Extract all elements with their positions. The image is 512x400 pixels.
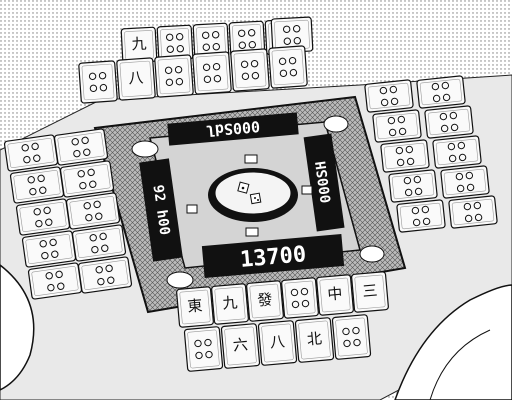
top-front-tile	[230, 48, 270, 92]
top-front-tile	[268, 45, 308, 89]
left-tile	[9, 166, 65, 204]
right-tile	[440, 165, 490, 199]
top-row-tile	[270, 16, 314, 54]
bottom-row-tile-label: 發	[257, 290, 274, 309]
score-panel-left: 92 h00	[139, 158, 183, 262]
right-tile	[432, 135, 482, 169]
left-tile	[77, 256, 133, 294]
bottom-row-tile: 東	[176, 286, 214, 328]
dice-dome	[214, 171, 292, 215]
score-right: 000SH	[313, 160, 335, 204]
character-shoulder	[394, 284, 512, 400]
tile-wall-right	[364, 75, 498, 233]
score-panel-top: 000Sdl	[167, 112, 299, 146]
bottom-row-tile: 中	[316, 274, 354, 316]
score-top: 000Sdl	[205, 117, 261, 140]
bottom-front-tile-label: 八	[269, 332, 286, 351]
right-tile	[448, 195, 498, 229]
right-tile	[396, 199, 446, 233]
score-bottom: 13700	[239, 242, 307, 273]
left-tile	[65, 192, 121, 230]
top-front-tile: 八	[116, 57, 156, 101]
bottom-front-tile	[331, 314, 372, 360]
bottom-row-tile-label: 三	[362, 281, 379, 300]
bottom-row-tile	[281, 277, 319, 319]
bottom-row-tile-label: 九	[222, 293, 239, 312]
top-front-tile	[154, 54, 194, 98]
slot-bottom	[245, 227, 259, 237]
right-tile	[380, 139, 430, 173]
bottom-front-tile-label: 六	[232, 335, 249, 354]
bottom-row-tile-label: 東	[187, 296, 204, 315]
left-tile	[53, 128, 109, 166]
left-tile	[21, 230, 77, 268]
tile-wall-left	[3, 128, 133, 300]
slot-left	[186, 204, 198, 214]
bottom-front-tile: 八	[257, 320, 298, 366]
right-tile	[364, 79, 414, 113]
left-tile	[3, 134, 59, 172]
speech-balloon-edge	[0, 264, 35, 391]
left-tile	[59, 160, 115, 198]
score-left: 92 h00	[150, 184, 173, 236]
top-row-tile-label: 九	[131, 35, 147, 54]
top-row-tile: 九	[120, 26, 158, 64]
bottom-front-tile	[183, 326, 224, 372]
right-tile	[416, 75, 466, 109]
left-tile	[71, 224, 127, 262]
bottom-row-tile: 發	[246, 280, 284, 322]
bottom-front-tile-label: 北	[306, 329, 323, 348]
right-tile	[388, 169, 438, 203]
bottom-row-tile-label: 中	[327, 284, 344, 303]
tile-wall-top-front: 八	[78, 45, 308, 104]
corner-well-bottom-left	[166, 271, 194, 289]
left-tile	[27, 262, 83, 300]
score-panel-right: 000SH	[303, 133, 345, 232]
corner-well-bottom-right	[359, 245, 385, 263]
slot-right	[301, 185, 313, 195]
corner-well-top-left	[131, 140, 159, 158]
top-front-tile	[192, 51, 232, 95]
bottom-front-tile: 北	[294, 317, 335, 363]
right-tile	[372, 109, 422, 143]
left-tile	[15, 198, 71, 236]
bottom-front-tile: 六	[220, 323, 261, 369]
right-tile	[424, 105, 474, 139]
slot-top	[244, 154, 258, 164]
tile-wall-bottom-front: 六八北	[183, 314, 372, 372]
top-front-tile-label: 八	[128, 69, 144, 88]
bottom-row-tile: 三	[351, 271, 389, 313]
top-front-tile	[78, 60, 118, 104]
corner-well-top-right	[323, 115, 349, 133]
score-panel-bottom: 13700	[201, 233, 345, 279]
tile-wall-bottom-back: 東九發 中三	[176, 271, 389, 328]
bottom-row-tile: 九	[211, 283, 249, 325]
